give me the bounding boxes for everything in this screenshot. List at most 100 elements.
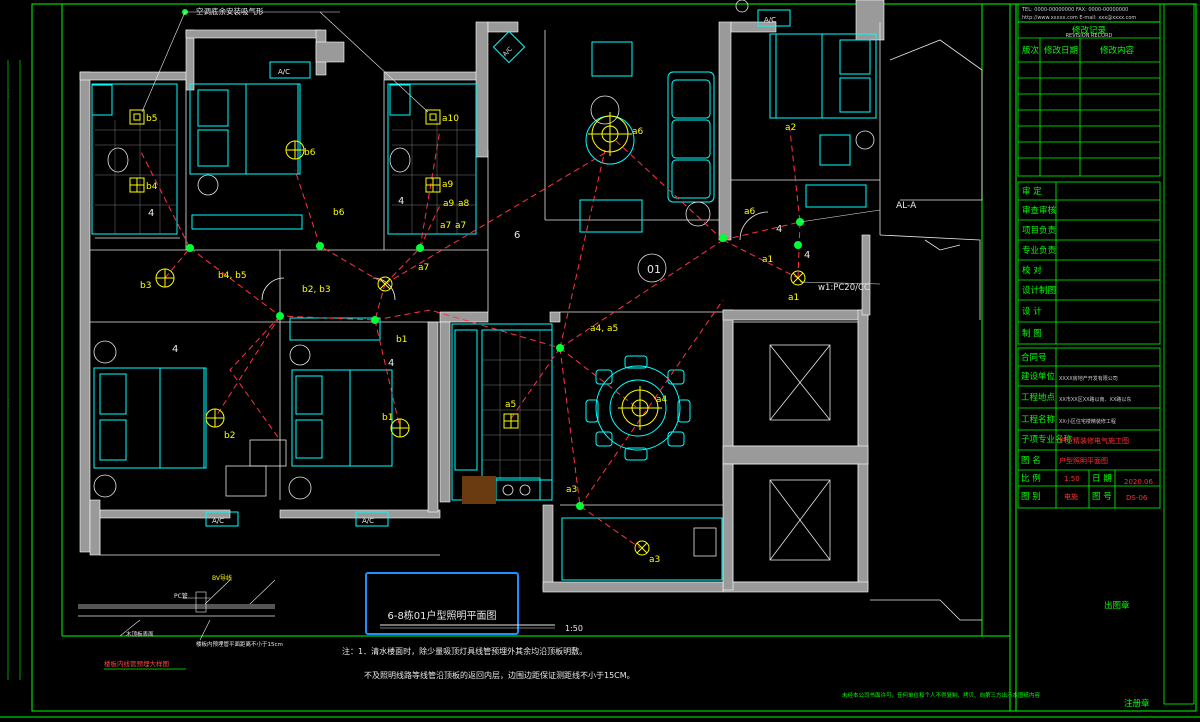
lamp-label: a5 — [505, 400, 516, 410]
square-light-icon[interactable] — [425, 177, 441, 193]
square-light-icon[interactable] — [129, 177, 145, 193]
lamp-label: a7 — [455, 221, 466, 231]
lamp-label: b2, b3 — [302, 285, 331, 295]
circuit-count: 4 — [172, 344, 178, 355]
rev-col-2: 修改日期 — [1044, 45, 1078, 56]
junction-node[interactable] — [556, 344, 564, 352]
circuit-count: 6 — [514, 230, 520, 241]
junction-node[interactable] — [416, 244, 424, 252]
svg-text:· · ·: · · · — [6, 89, 12, 97]
ac-units: A/C A/C A/C A/C A/C — [212, 16, 776, 525]
ceiling-light-icon[interactable] — [155, 268, 175, 288]
lamp-label: a9 — [443, 199, 455, 209]
lamp-label: a7 — [418, 263, 429, 273]
signoff-row: 项目负责 — [1022, 225, 1057, 236]
revision-sub: REVISION RECORD — [1066, 33, 1113, 39]
title-block: TEL: 0000-00000000 FAX: 0000-00000000 ht… — [842, 3, 1195, 709]
signoff-row: 审 定 — [1022, 186, 1042, 197]
date-label: 日 期 — [1092, 474, 1112, 484]
signoff-row: 制 图 — [1022, 328, 1042, 339]
company-tel: TEL: 0000-00000000 FAX: 0000-00000000 — [1021, 7, 1128, 13]
detail-wire-label: BV导线 — [212, 574, 232, 582]
lamp-label: a3 — [566, 485, 577, 495]
junction-node[interactable] — [186, 244, 194, 252]
lamp-label: b1 — [382, 413, 393, 423]
walls — [79, 0, 885, 593]
circuit-count: 4 — [398, 196, 404, 207]
junction-node[interactable] — [316, 242, 324, 250]
partitions — [90, 22, 983, 621]
rev-col-3: 修改内容 — [1100, 45, 1135, 56]
circuit-count: 4 — [388, 358, 394, 369]
project-row: 子项专业名称 — [1021, 434, 1073, 445]
lamp-labels: b5 b4 b6 b6 a10 a9 a9 a8 a6 a7 a7 a6 a5 … — [140, 114, 799, 565]
detail-pc-label: PC管 — [174, 592, 188, 600]
ceiling-light-icon[interactable] — [285, 140, 305, 160]
wall-light-icon[interactable] — [377, 276, 393, 292]
room-number-circle — [637, 253, 667, 283]
lamp-label: a2 — [785, 123, 796, 133]
lamp-label: b6 — [333, 208, 345, 218]
ceiling-lamp-icon[interactable] — [588, 112, 632, 156]
lamp-label: a1 — [762, 255, 773, 265]
lamp-label: a7 — [440, 221, 451, 231]
project-value: XXXX房地产开发有限公司 — [1059, 375, 1118, 382]
scale-label: 比 例 — [1021, 473, 1041, 484]
junction-node[interactable] — [276, 312, 284, 320]
project-value: 户型照明平面图 — [1059, 456, 1108, 465]
note-line-2: 不及照明线路等线管沿顶板的返回内层，边围边距保证测距线不小于15CM。 — [364, 670, 635, 680]
square-light-icon[interactable] — [425, 109, 441, 125]
lamp-label: a3 — [649, 555, 660, 565]
signoff-row: 设计制图 — [1022, 285, 1056, 296]
light-fixtures — [129, 109, 806, 556]
bed-master — [189, 83, 301, 175]
lamp-label: b3 — [140, 281, 151, 291]
lamp-label: a4, a5 — [590, 324, 618, 334]
circuit-counts: 4 4 4 4 4 4 6 — [148, 196, 810, 369]
number-label: 图 号 — [1092, 492, 1112, 502]
detail-plate-label: 楼板内预埋管平面距离不小于15cm — [196, 640, 283, 648]
date-value: 2020.06 — [1124, 478, 1153, 486]
ac-label: A/C — [764, 16, 776, 24]
circuit-count: 4 — [804, 250, 810, 261]
ac-label: A/C — [362, 517, 374, 525]
ceiling-light-icon[interactable] — [205, 408, 225, 428]
signoff-row: 校 对 — [1022, 265, 1042, 276]
wall-light-icon[interactable] — [790, 270, 806, 286]
sheet-value: 电施 — [1064, 492, 1078, 501]
signoff-row: 审查审核 — [1022, 205, 1057, 216]
lamp-label: b6 — [304, 148, 316, 158]
junction-node[interactable] — [576, 502, 584, 510]
ac-label: A/C — [212, 517, 224, 525]
junction-node[interactable] — [719, 234, 727, 242]
lamp-label: a10 — [442, 114, 459, 124]
wiring-label: w1:PC20/CC — [818, 283, 870, 293]
square-light-icon[interactable] — [129, 109, 145, 125]
ac-label: A/C — [278, 68, 290, 76]
junction-node[interactable] — [794, 241, 802, 249]
drawing-title-block[interactable]: 6-8栋01户型照明平面图 1:50 — [365, 572, 583, 635]
project-row: 工程地点 — [1021, 392, 1056, 403]
ac-label: A/C — [502, 46, 514, 58]
circuit-count: 4 — [776, 224, 782, 235]
ceiling-light-icon[interactable] — [390, 418, 410, 438]
scale-value: 1:50 — [1064, 475, 1080, 483]
rev-col-1: 版次 — [1022, 45, 1040, 56]
lamp-label: b4, b5 — [218, 271, 247, 281]
detail-title: 楼板内线管预埋大样图 — [104, 659, 169, 668]
lamp-label: b2 — [224, 431, 235, 441]
lamp-label: a1 — [788, 293, 799, 303]
junction-node[interactable] — [371, 316, 379, 324]
lamp-label: b4 — [146, 182, 158, 192]
number-value: DS-06 — [1126, 494, 1148, 502]
wall-light-icon[interactable] — [634, 540, 650, 556]
signoff-row: 设 计 — [1022, 306, 1042, 317]
ceiling-lamp-icon[interactable] — [618, 386, 662, 430]
square-light-icon[interactable] — [503, 413, 519, 429]
project-value: XX市XX区XX路以南、XX路以东 — [1059, 396, 1131, 403]
wiring-routes — [139, 129, 801, 549]
lamp-label: a4 — [656, 395, 668, 405]
junction-nodes — [182, 9, 804, 510]
revision-header: 修改记录 — [1072, 25, 1107, 36]
